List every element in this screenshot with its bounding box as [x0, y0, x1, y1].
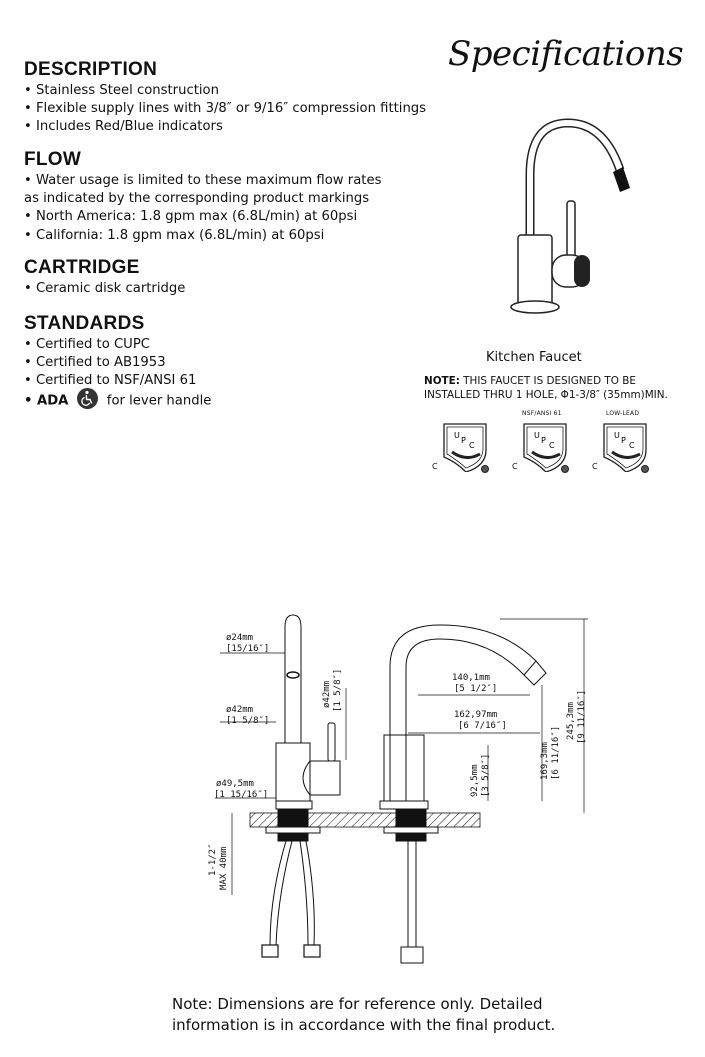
standards-item: • Certified to AB1953 [24, 355, 166, 370]
cert-c: C [512, 462, 518, 471]
dim-d495-in: [1 15/16″] [214, 790, 269, 800]
dim-reach-in: [5 1/2″] [454, 684, 498, 694]
svg-text:P: P [461, 436, 466, 445]
dim-deck: 1-1/2″ [208, 843, 218, 876]
upc-shield-icon: U P C [603, 423, 647, 472]
flow-item: as indicated by the corresponding produc… [24, 191, 370, 206]
certification-marks: U P C C NSF/ANSI 61 U P C C LOW-LEAD U P… [428, 410, 688, 482]
svg-text:U: U [534, 431, 540, 440]
note-label: NOTE: [424, 375, 460, 387]
svg-text:C: C [469, 441, 475, 450]
svg-text:C: C [549, 441, 555, 450]
description-heading: DESCRIPTION [24, 59, 158, 80]
dim-d42v-in: [1 5/8″] [333, 668, 343, 712]
dim-deck-max: MAX 40mm [219, 846, 229, 890]
technical-drawing [215, 614, 588, 964]
product-note-line2: INSTALLED THRU 1 HOLE, Φ1-3/8″ (35mm)MIN… [424, 389, 668, 401]
description-item: • Stainless Steel construction [24, 83, 219, 98]
description-item: • Includes Red/Blue indicators [24, 119, 223, 134]
dim-h1693: 169,3mm [540, 742, 550, 780]
standards-heading: STANDARDS [24, 313, 145, 334]
note-text: THIS FAUCET IS DESIGNED TO BE [459, 375, 636, 387]
standards-item: • Certified to CUPC [24, 337, 150, 352]
flow-heading: FLOW [24, 149, 82, 170]
flow-item: • Water usage is limited to these maximu… [24, 173, 382, 188]
dim-h1693-in: [6 11/16″] [551, 725, 561, 780]
dim-d24: ø24mm [226, 633, 254, 643]
cartridge-heading: CARTRIDGE [24, 257, 140, 278]
registered-icon [641, 465, 649, 473]
dim-d42-in: [1 5/8″] [226, 716, 270, 726]
description-item: • Flexible supply lines with 3/8″ or 9/1… [24, 101, 427, 116]
standards-item: • Certified to NSF/ANSI 61 [24, 373, 197, 388]
svg-text:P: P [621, 436, 626, 445]
ada-suffix: for lever handle [106, 393, 212, 409]
dim-d495: ø49,5mm [216, 779, 254, 789]
ada-label: • ADA [24, 393, 69, 409]
dim-d24-in: [15/16″] [226, 644, 270, 654]
standards-ada-row: • ADA for lever handle [24, 388, 212, 411]
svg-text:U: U [614, 431, 620, 440]
page-title: Specifications [448, 34, 684, 74]
dim-h2453-in: [9 11/16″] [577, 689, 587, 744]
svg-text:U: U [454, 431, 460, 440]
cert-c: C [592, 462, 598, 471]
registered-icon [561, 465, 569, 473]
dim-h925-in: [3 5/8″] [481, 753, 491, 797]
svg-text:P: P [541, 436, 546, 445]
upc-shield-icon: U P C [523, 423, 567, 472]
footer-note-line2: information is in accordance with the fi… [172, 1016, 556, 1034]
flow-item: • North America: 1.8 gpm max (6.8L/min) … [24, 209, 358, 224]
faucet-illustration [510, 118, 630, 314]
dim-reach: 140,1mm [452, 673, 490, 683]
nsf-mark: NSF/ANSI 61 U P C C [512, 410, 582, 482]
dim-d42v: ø42mm [322, 680, 332, 708]
upc-shield-icon: U P C [443, 423, 487, 472]
lowlead-mark: LOW-LEAD U P C C [592, 410, 662, 482]
flow-item: • California: 1.8 gpm max (6.8L/min) at … [24, 228, 325, 243]
product-note-line1: NOTE: THIS FAUCET IS DESIGNED TO BE [424, 374, 636, 388]
product-name: Kitchen Faucet [486, 350, 582, 365]
svg-text:C: C [629, 441, 635, 450]
cert-label: LOW-LEAD [606, 410, 640, 417]
cert-label: NSF/ANSI 61 [522, 410, 562, 417]
wheelchair-icon [76, 388, 98, 409]
dim-h2453: 245,3mm [566, 702, 576, 740]
registered-icon [481, 465, 489, 473]
cartridge-item: • Ceramic disk cartridge [24, 281, 186, 296]
dim-h925: 92,5mm [470, 764, 480, 797]
cert-c: C [432, 462, 438, 471]
dim-spread: 162,97mm [454, 710, 498, 720]
footer-note-line1: Note: Dimensions are for reference only.… [172, 995, 543, 1013]
cupc-mark: U P C C [432, 410, 502, 482]
dim-spread-in: [6 7/16″] [458, 721, 507, 731]
dim-d42: ø42mm [226, 705, 254, 715]
